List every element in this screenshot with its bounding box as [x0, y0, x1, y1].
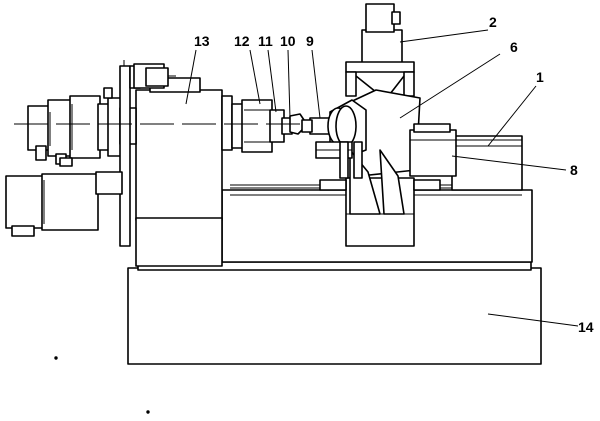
label-2: 2: [489, 14, 497, 30]
label-1: 1: [536, 69, 544, 85]
bracket-plate: [119, 60, 176, 247]
label-9: 9: [306, 33, 314, 49]
cylinder-8: [409, 123, 457, 177]
spindle-parts: [231, 99, 305, 153]
headstock-13: [135, 77, 233, 267]
leader-lines: [185, 29, 579, 327]
part-labels: 13 12 11 10 9 2 6 1 8 14: [194, 14, 594, 335]
column-2: [345, 3, 415, 97]
label-6: 6: [510, 39, 518, 55]
label-14: 14: [578, 319, 594, 335]
stray-dot: [54, 356, 58, 360]
label-13: 13: [194, 33, 210, 49]
lower-left-motor: [5, 171, 123, 237]
left-motor-assembly: [27, 87, 137, 167]
label-10: 10: [280, 33, 296, 49]
stray-dot: [146, 410, 150, 414]
lower-carriage: [315, 141, 441, 247]
label-12: 12: [234, 33, 250, 49]
label-11: 11: [258, 33, 273, 49]
machine-base: [127, 261, 542, 365]
label-8: 8: [570, 162, 578, 178]
